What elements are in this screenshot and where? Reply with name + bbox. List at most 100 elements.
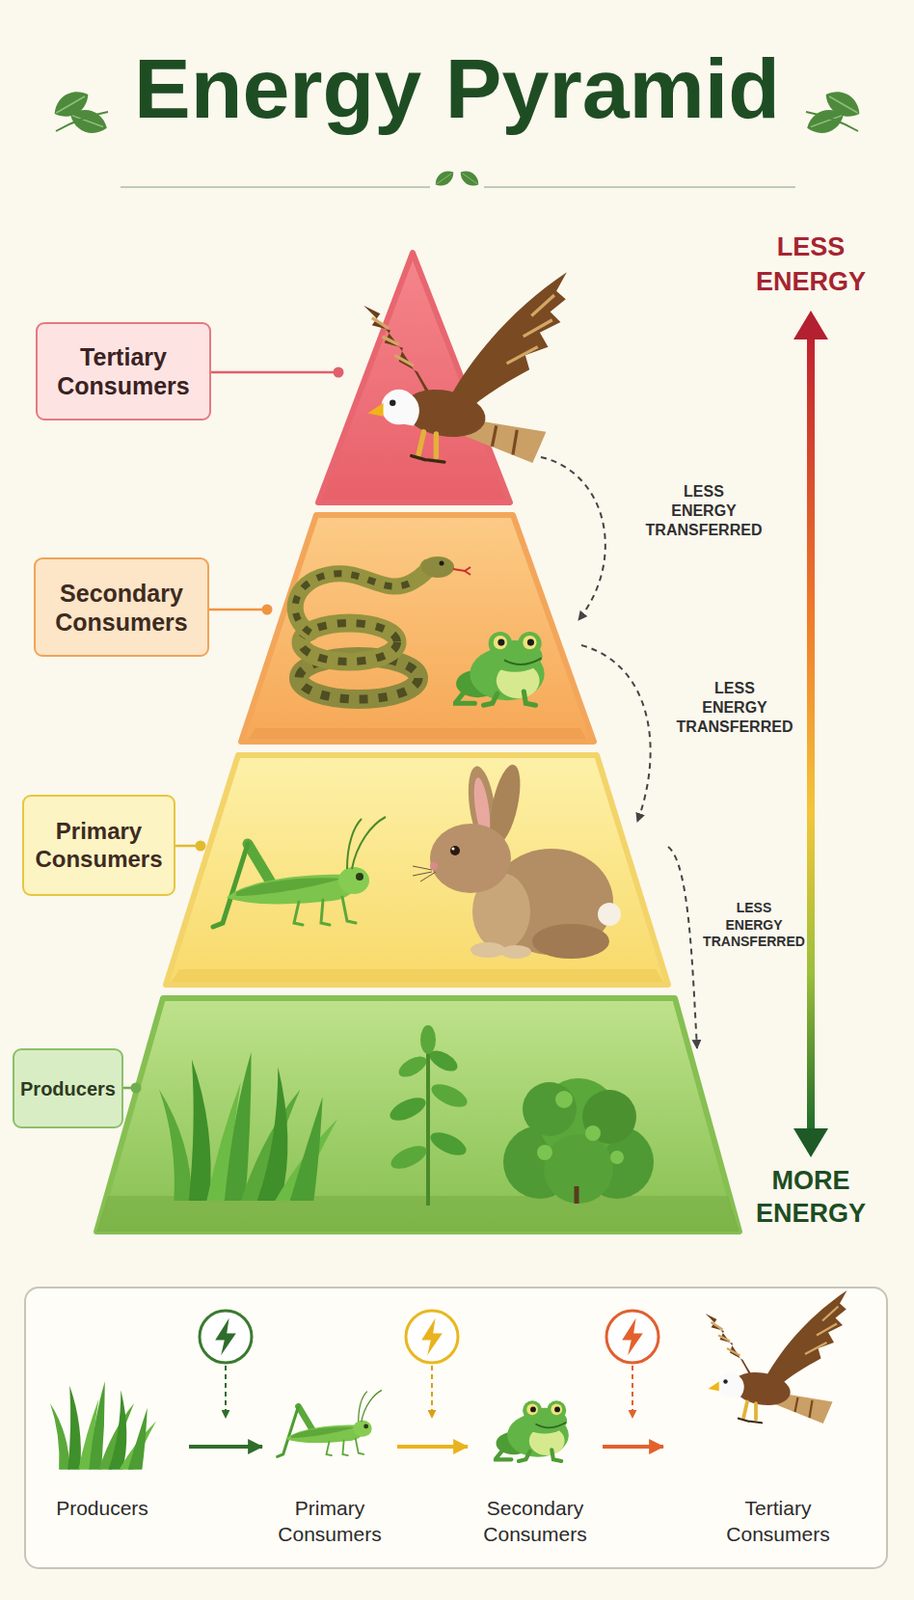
primary-band: [165, 754, 669, 985]
page-title: Energy Pyramid: [0, 46, 914, 132]
title-divider: [483, 186, 796, 189]
energy-bolt-icon: [430, 1365, 433, 1418]
energy-flow-arrow: [397, 1444, 468, 1449]
energy-scale-arrow: [793, 310, 829, 1157]
energy-scale-arrow: [806, 332, 815, 1133]
leader-line: [123, 1086, 132, 1090]
sapling-figure: [428, 1078, 471, 1111]
snake-figure: [295, 573, 413, 633]
energy-flow-arrow: [602, 1444, 664, 1449]
transfer-arrow: [668, 846, 698, 1049]
leader-line: [211, 371, 334, 375]
title-divider: [431, 166, 457, 189]
transfer-arrow: [540, 457, 606, 620]
snake-figure: [295, 566, 429, 633]
ground-strip: [171, 968, 664, 982]
rabbit-figure: [450, 845, 460, 856]
secondary-band: [241, 514, 594, 742]
level-label-box: Primary Consumers: [22, 794, 176, 896]
energy-bolt-icon: [199, 1310, 659, 1418]
transfer-note: LESS ENERGY TRANSFERRED: [662, 678, 807, 737]
eagle-figure: [363, 271, 567, 463]
bush-figure: [555, 1090, 573, 1108]
sapling-figure: [386, 1092, 430, 1125]
food-chain-step: Tertiary Consumers: [663, 1369, 893, 1548]
energy-bolt-icon: [224, 1365, 227, 1418]
transfer-note: LESS ENERGY TRANSFERRED: [631, 482, 777, 540]
energy-scale-label: LESS ENERGY: [738, 229, 884, 300]
grass-figure: [50, 1380, 157, 1470]
food-chain-step: Secondary Consumers: [467, 1369, 603, 1548]
step-name: Secondary Consumers: [467, 1494, 603, 1548]
energy-bolt-icon: [621, 1317, 644, 1355]
leader-dot: [333, 367, 345, 378]
bush-figure: [574, 1185, 580, 1204]
snake-figure: [295, 556, 471, 699]
snake-figure: [439, 561, 445, 566]
producers-band: [96, 997, 740, 1232]
energy-scale-arrow: [793, 310, 829, 340]
bush-figure: [537, 1144, 553, 1160]
sapling-figure: [426, 1048, 431, 1206]
level-name: Tertiary Consumers: [47, 342, 200, 401]
ground-strip: [96, 1195, 740, 1232]
energy-bolt-icon: [631, 1365, 634, 1418]
rabbit-figure: [412, 761, 621, 959]
rabbit-figure: [470, 941, 506, 958]
food-chain-step: Primary Consumers: [262, 1369, 398, 1548]
step-name: Primary Consumers: [262, 1494, 398, 1548]
frog-figure: [455, 631, 545, 705]
level-name: Secondary Consumers: [45, 578, 198, 637]
energy-bolt-icon: [421, 1317, 443, 1355]
ground-strip: [248, 727, 587, 739]
bush-figure: [585, 1125, 601, 1141]
level-name: Primary Consumers: [33, 817, 164, 874]
level-label-box: Producers: [12, 1048, 124, 1129]
sapling-figure: [427, 1127, 470, 1159]
food-chain-step: Producers: [15, 1369, 189, 1521]
snake-figure: [421, 556, 455, 578]
rabbit-figure: [430, 861, 438, 870]
rabbit-figure: [452, 847, 456, 851]
title-leaves: [806, 111, 859, 132]
sapling-figure: [420, 1024, 436, 1054]
title-divider: [120, 186, 431, 189]
energy-bolt-icon: [606, 1310, 659, 1363]
step-name: Tertiary Consumers: [710, 1494, 846, 1548]
rabbit-figure: [430, 823, 511, 893]
energy-bolt-icon: [199, 1310, 252, 1363]
energy-scale-label: MORE ENERGY: [738, 1164, 884, 1231]
level-label-box: Secondary Consumers: [33, 557, 210, 657]
title-divider: [457, 166, 483, 189]
leader-dot: [195, 840, 207, 852]
bush-figure: [582, 1089, 637, 1144]
title-divider: [120, 166, 796, 189]
frog-figure: [495, 1399, 569, 1461]
energy-bolt-icon: [215, 1317, 237, 1355]
step-name: Producers: [34, 1494, 170, 1521]
transfer-arrow: [540, 457, 698, 1049]
energy-flow-arrow: [188, 1444, 263, 1449]
bush-figure: [522, 1081, 577, 1136]
food-chain-panel: [25, 1287, 888, 1568]
transfer-arrow: [581, 645, 651, 822]
bush-figure: [503, 1077, 654, 1204]
rabbit-figure: [412, 865, 436, 882]
grasshopper-figure: [213, 816, 386, 927]
eagle-figure: [705, 1290, 848, 1424]
rabbit-figure: [500, 944, 532, 959]
level-name: Producers: [20, 1076, 116, 1101]
grass-figure: [159, 1051, 338, 1201]
energy-scale-arrow: [793, 1128, 829, 1157]
rabbit-figure: [597, 902, 621, 926]
leader-line: [209, 608, 263, 612]
rabbit-figure: [532, 923, 610, 959]
leader-dot: [262, 604, 273, 616]
sapling-figure: [395, 1051, 431, 1081]
title-leaves: [55, 111, 108, 132]
level-label-box: Tertiary Consumers: [35, 322, 212, 421]
transfer-note: LESS ENERGY TRANSFERRED: [696, 899, 812, 951]
grasshopper-figure: [277, 1389, 382, 1456]
